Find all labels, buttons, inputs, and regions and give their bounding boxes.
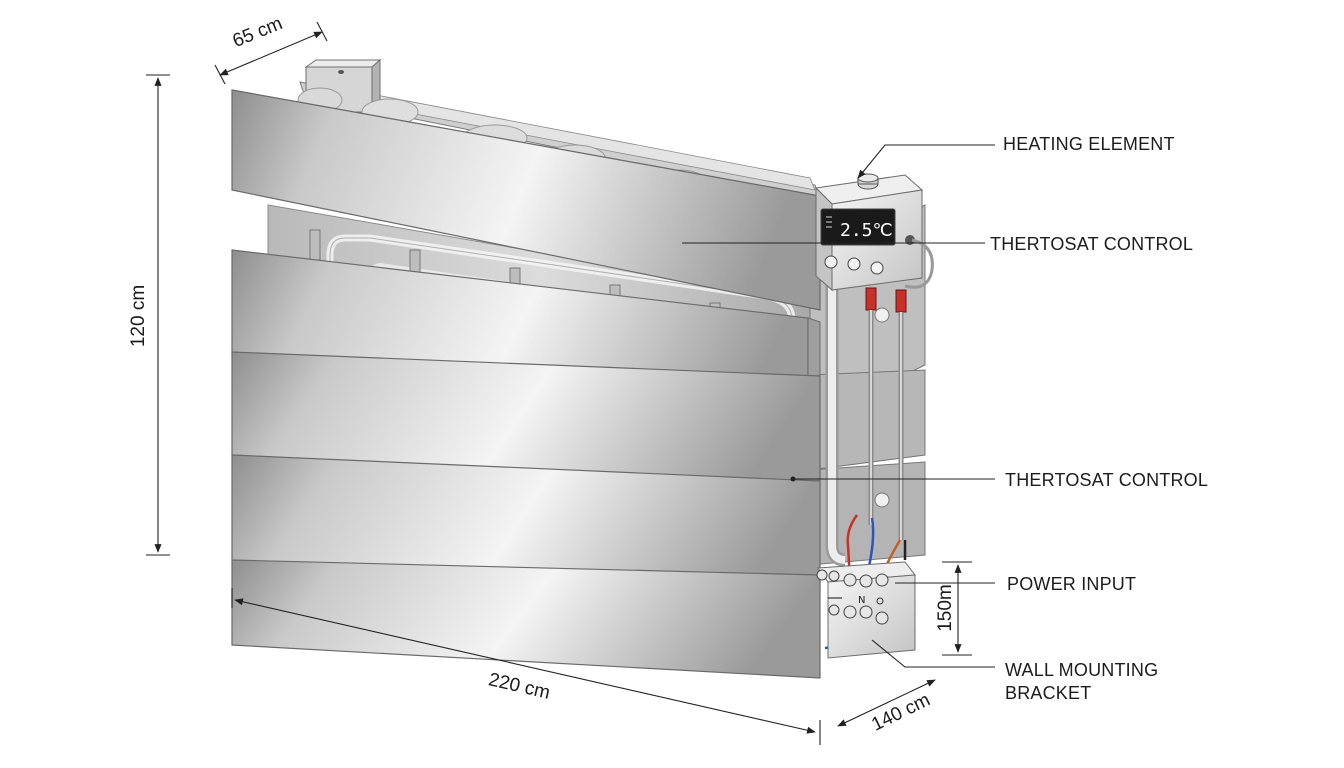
dim-height: 120 cm [128,284,150,348]
label-wall-mounting-bracket-1: WALL MOUNTING [1005,660,1159,680]
label-power-input: POWER INPUT [1007,574,1137,594]
thermostat-box: 2.5℃ [814,173,934,313]
label-thermostat-control-top: THERTOSAT CONTROL [990,234,1194,254]
control-button-3 [870,261,884,275]
leader-wall-bracket [871,639,995,668]
control-button-1 [824,255,838,269]
terminal-block: N [816,561,916,659]
neutral-mark: N [858,595,865,606]
lcd-display [820,208,896,246]
dim-terminal-height: 150m [934,584,956,632]
leader-heating-element [857,144,995,179]
control-button-2 [847,257,861,271]
label-wall-mounting-bracket-2: BRACKET [1005,683,1092,703]
label-thermostat-control-mid: THERTOSAT CONTROL [1005,470,1209,490]
label-heating-element: HEATING ELEMENT [1003,134,1175,154]
front-panels [231,89,821,679]
leader-lines [682,144,995,668]
dimension-lines [146,21,972,745]
front-panel-1 [231,89,821,311]
lcd-temperature: 2.5℃ [840,220,893,241]
